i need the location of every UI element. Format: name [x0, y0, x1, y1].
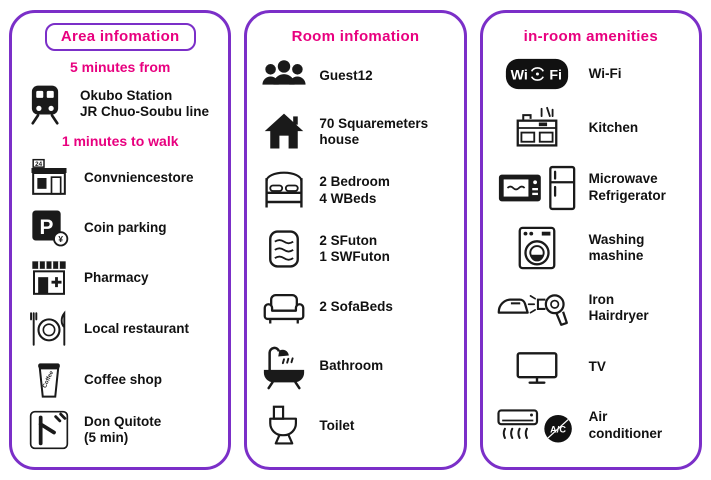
item-label: Wi-Fi	[588, 65, 622, 81]
list-item: 70 Squaremeters house	[251, 110, 459, 154]
futon-icon	[259, 227, 309, 271]
svg-text:24: 24	[35, 161, 42, 168]
list-item: Wi Fi Wi-Fi	[487, 56, 695, 92]
kitchen-icon	[495, 106, 579, 150]
item-label: Pharmacy	[84, 269, 149, 285]
list-item: Kitchen	[487, 106, 695, 150]
guests-icon	[259, 56, 309, 96]
list-item: Iron Hairdryer	[487, 285, 695, 331]
list-item: Guest12	[251, 56, 459, 96]
toilet-icon	[259, 404, 309, 448]
bed-icon	[259, 169, 309, 213]
svg-text:A/C: A/C	[550, 424, 566, 434]
list-item: A/C Air conditioner	[487, 404, 695, 448]
svg-text:Fi: Fi	[549, 67, 562, 83]
train-icon	[20, 83, 70, 125]
list-item: P ¥ Coin parking	[16, 208, 224, 248]
item-label: Coffee shop	[84, 371, 163, 387]
svg-text:P: P	[40, 216, 54, 239]
list-item: TV	[487, 346, 695, 390]
iron-hairdryer-icon	[495, 285, 579, 331]
item-label: Coin parking	[84, 219, 167, 235]
svg-text:¥: ¥	[58, 234, 63, 244]
amenities-panel: in-room amenities Wi Fi Wi-Fi	[479, 10, 702, 470]
wifi-logo-icon: Wi Fi	[495, 56, 579, 92]
list-item: 2 Bedroom 4 WBeds	[251, 169, 459, 213]
house-icon	[259, 110, 309, 154]
pharmacy-icon	[24, 258, 74, 298]
list-item: Don Quitote (5 min)	[16, 410, 224, 450]
item-label: Convniencestore	[84, 169, 194, 185]
item-label: 2 SofaBeds	[319, 299, 393, 315]
item-label: Air conditioner	[588, 409, 663, 441]
amenities-panel-title: in-room amenities	[523, 28, 658, 45]
minutes-walk-heading: 1 minutes to walk	[61, 133, 179, 149]
list-item: Local restaurant	[16, 308, 224, 350]
item-label: Washing mashine	[588, 231, 645, 263]
list-item: Washing mashine	[487, 225, 695, 271]
area-panel-title-box: Area infomation	[44, 23, 196, 51]
list-item: 2 SofaBeds	[251, 285, 459, 329]
svg-text:Wi: Wi	[510, 67, 527, 83]
list-item: Pharmacy	[16, 258, 224, 298]
area-panel-title: Area infomation	[60, 28, 180, 45]
list-item: Microwave Refrigerator	[487, 165, 695, 211]
bathtub-icon	[259, 344, 309, 390]
restaurant-icon	[24, 308, 74, 350]
list-item: Toilet	[251, 404, 459, 448]
sofa-icon	[259, 285, 309, 329]
area-items: 24 Convniencestore P ¥	[12, 149, 228, 467]
item-label: Iron Hairdryer	[588, 291, 649, 324]
item-label: Don Quitote (5 min)	[84, 413, 162, 445]
convenience-store-icon: 24	[24, 158, 74, 198]
don-quijote-icon	[24, 410, 74, 450]
item-label: 2 SFuton 1 SWFuton	[319, 232, 390, 264]
item-label: Guest12	[319, 67, 373, 83]
room-items: Guest12 70 Squaremeters house	[247, 45, 463, 467]
item-label: Microwave Refrigerator	[588, 171, 666, 203]
list-item: 2 SFuton 1 SWFuton	[251, 227, 459, 271]
list-item: 24 Convniencestore	[16, 158, 224, 198]
item-label: Bathroom	[319, 358, 384, 374]
room-info-panel: Room infomation Guest12	[244, 10, 467, 470]
station-label: Okubo Station JR Chuo-Soubu line	[80, 87, 209, 119]
item-label: Local restaurant	[84, 320, 190, 336]
item-label: Toilet	[319, 417, 355, 433]
list-item: Okubo Station JR Chuo-Soubu line	[12, 83, 228, 125]
svg-text:Coffee: Coffee	[42, 370, 55, 390]
amenities-items: Wi Fi Wi-Fi	[483, 45, 699, 467]
item-label: Kitchen	[588, 120, 639, 136]
room-panel-title: Room infomation	[291, 28, 420, 45]
air-conditioner-icon: A/C	[495, 404, 579, 448]
washing-machine-icon	[495, 225, 579, 271]
minutes-from-heading: 5 minutes from	[69, 59, 171, 75]
coin-parking-icon: P ¥	[24, 208, 74, 248]
list-item: Coffee Coffee shop	[16, 360, 224, 400]
item-label: 70 Squaremeters house	[319, 115, 429, 148]
item-label: TV	[588, 359, 606, 375]
coffee-cup-icon: Coffee	[24, 360, 74, 400]
list-item: Bathroom	[251, 344, 459, 390]
item-label: 2 Bedroom 4 WBeds	[319, 174, 390, 206]
tv-icon	[495, 346, 579, 390]
microwave-refrigerator-icon	[495, 165, 579, 211]
area-info-panel: Area infomation 5 minutes from Okubo Sta…	[9, 10, 232, 470]
